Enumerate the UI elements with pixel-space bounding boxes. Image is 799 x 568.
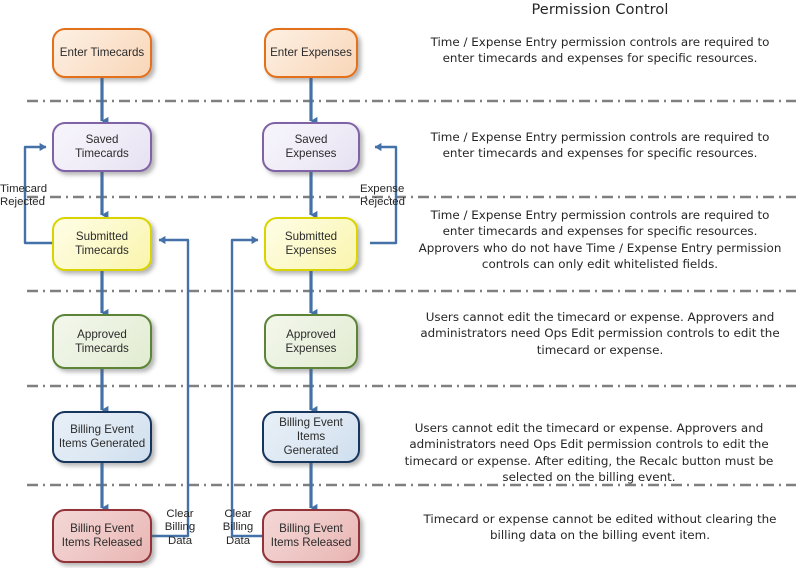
node-enter-timecards[interactable]: Enter Timecards: [52, 28, 152, 78]
node-label: Billing Event Items Released: [61, 522, 143, 549]
node-label: Approved Timecards: [75, 327, 129, 355]
node-saved-expenses[interactable]: Saved Expenses: [262, 122, 360, 172]
node-enter-expenses[interactable]: Enter Expenses: [264, 28, 358, 78]
node-approved-timecards[interactable]: Approved Timecards: [52, 314, 152, 369]
edge-label-expense-rejected: Expense Rejected: [360, 183, 405, 209]
node-billing-event-items-generated-expenses[interactable]: Billing Event Items Generated: [262, 411, 360, 463]
node-submitted-expenses[interactable]: Submitted Expenses: [264, 217, 358, 271]
page-title: Permission Control: [531, 2, 669, 18]
node-billing-event-items-released-expenses[interactable]: Billing Event Items Released: [262, 509, 360, 563]
edge-label-clear-billing-data-expenses: Clear Billing Data: [222, 508, 254, 547]
flow-clear-billing-data-timecards: [152, 235, 190, 538]
node-label: Saved Timecards: [75, 133, 129, 160]
edge-label-timecard-rejected: Timecard Rejected: [0, 183, 48, 209]
note-generated-permissions: Users cannot edit the timecard or expens…: [404, 421, 774, 485]
node-label: Submitted Timecards: [75, 230, 129, 257]
node-billing-event-items-generated-timecards[interactable]: Billing Event Items Generated: [52, 411, 152, 463]
flow-clear-billing-data-expenses: [230, 235, 265, 538]
node-saved-timecards[interactable]: Saved Timecards: [52, 122, 152, 172]
node-submitted-timecards[interactable]: Submitted Timecards: [52, 217, 152, 271]
note-released-permissions: Timecard or expense cannot be edited wit…: [423, 512, 777, 543]
node-label: Submitted Expenses: [284, 230, 338, 257]
note-submitted-permissions: Time / Expense Entry permission controls…: [418, 208, 782, 272]
node-label: Saved Expenses: [285, 133, 337, 160]
node-label: Billing Event Items Released: [270, 522, 352, 549]
note-entry-permissions: Time / Expense Entry permission controls…: [430, 35, 770, 66]
node-label: Enter Timecards: [59, 46, 145, 59]
note-approved-permissions: Users cannot edit the timecard or expens…: [420, 310, 780, 357]
node-approved-expenses[interactable]: Approved Expenses: [264, 314, 358, 369]
node-billing-event-items-released-timecards[interactable]: Billing Event Items Released: [52, 509, 152, 563]
node-label: Billing Event Items Generated: [279, 416, 343, 457]
node-label: Approved Expenses: [285, 327, 337, 355]
node-label: Billing Event Items Generated: [58, 423, 146, 450]
note-saved-permissions: Time / Expense Entry permission controls…: [430, 130, 770, 161]
node-label: Enter Expenses: [270, 46, 352, 59]
edge-label-clear-billing-data-timecards: Clear Billing Data: [164, 508, 196, 547]
